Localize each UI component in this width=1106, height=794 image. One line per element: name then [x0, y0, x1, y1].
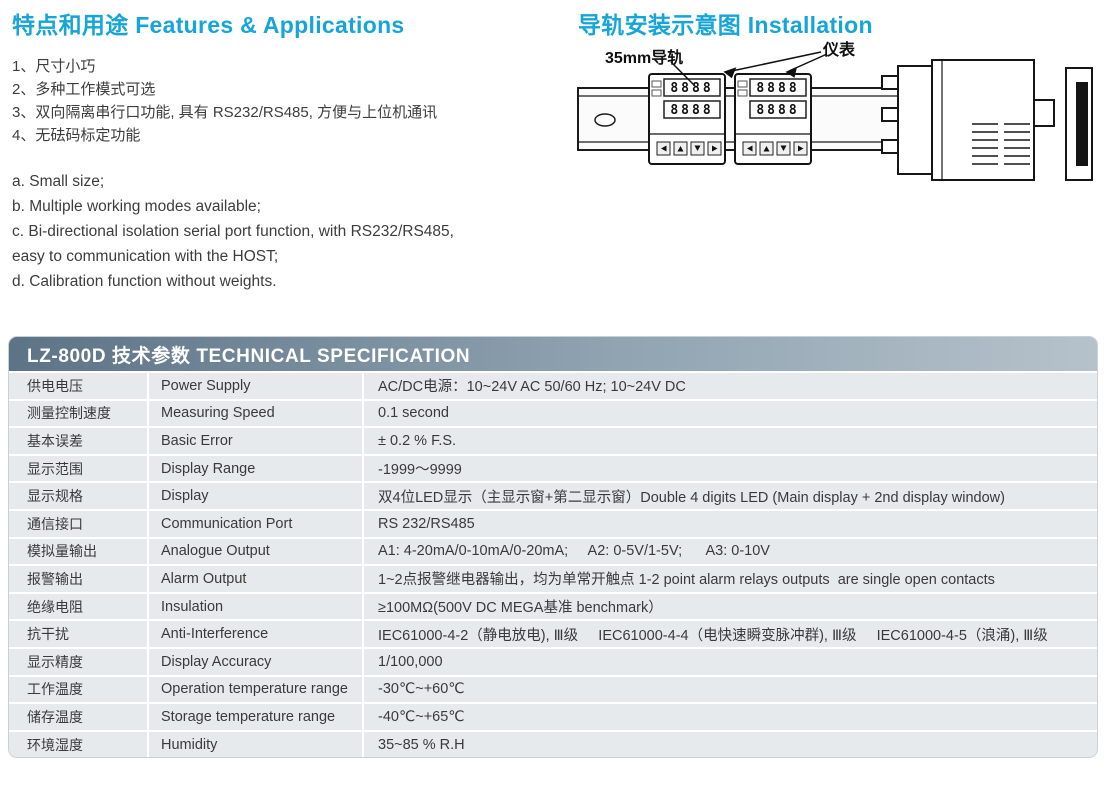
spec-cn-label: 供电电压 — [9, 373, 149, 399]
spec-en-label: Display — [149, 483, 364, 509]
meter-unit-2: 8888 8888 — [734, 73, 812, 165]
spec-value: 1~2点报警继电器输出，均为单常开触点 1-2 point alarm rela… — [378, 572, 995, 589]
meter-label: 仪表 — [823, 42, 856, 59]
spec-row: 工作温度 Operation temperature range -30℃~+6… — [9, 674, 1097, 703]
spec-en-label: Insulation — [149, 593, 364, 620]
spec-cn-label: 报警输出 — [9, 566, 149, 592]
spec-en-label: Humidity — [149, 731, 364, 758]
features-en-list: a. Small size; b. Multiple working modes… — [12, 169, 482, 294]
installation-diagram: 8888 8888 8888 88 — [575, 36, 1105, 206]
meter-unit-1: 8888 8888 — [648, 73, 726, 165]
spec-row: 显示范围 Display Range -1999～9999 — [9, 453, 1097, 482]
spec-cn-label: 模拟量输出 — [9, 538, 149, 565]
spec-value: -1999～9999 — [378, 462, 462, 479]
din-rail-side-profile — [1065, 67, 1093, 181]
features-cn-item: 4、无砝码标定功能 — [12, 127, 141, 144]
features-cn-item: 3、双向隔离串行口功能, 具有 RS232/RS485, 方便与上位机通讯 — [12, 104, 438, 121]
meter-buttons — [656, 141, 722, 156]
spec-cn-label: 储存温度 — [9, 704, 149, 730]
features-en-item: b. Multiple working modes available; — [12, 198, 261, 215]
features-en-item: d. Calibration function without weights. — [12, 273, 277, 290]
meter-side-body — [931, 59, 1055, 181]
spec-row: 供电电压 Power Supply AC/DC电源：10~24V AC 50/6… — [9, 371, 1097, 399]
spec-cn-label: 显示精度 — [9, 648, 149, 675]
spec-row: 抗干扰 Anti-Interference IEC61000-4-2（静电放电)… — [9, 619, 1097, 647]
spec-cn-label: 显示规格 — [9, 483, 149, 509]
spec-cn-label: 抗干扰 — [9, 621, 149, 647]
spec-table-title: LZ-800D 技术参数 TECHNICAL SPECIFICATION — [27, 345, 471, 367]
meter-button-glyphs — [747, 145, 804, 152]
spec-en-label: Anti-Interference — [149, 621, 364, 647]
spec-table: LZ-800D 技术参数 TECHNICAL SPECIFICATION 供电电… — [8, 336, 1098, 759]
installation-diagram-drawing: 8888 8888 8888 88 — [577, 51, 1093, 181]
spec-value: RS 232/RS485 — [378, 515, 475, 532]
side-view — [881, 59, 1093, 181]
led-display-digits: 8888 — [670, 103, 713, 118]
rail-label: 35mm导轨 — [605, 50, 684, 67]
spec-en-label: Communication Port — [149, 510, 364, 537]
spec-cn-label: 测量控制速度 — [9, 400, 149, 427]
spec-row: 绝缘电阻 Insulation ≥100MΩ(500V DC MEGA基准 be… — [9, 591, 1097, 620]
spec-value: 1/100,000 — [378, 653, 443, 670]
features-cn-list: 1、尺寸小巧 2、多种工作模式可选 3、双向隔离串行口功能, 具有 RS232/… — [12, 55, 532, 147]
spec-cn-label: 绝缘电阻 — [9, 593, 149, 620]
spec-value: 双4位LED显示（主显示窗+第二显示窗）Double 4 digits LED … — [378, 489, 1005, 506]
spec-en-label: Measuring Speed — [149, 400, 364, 427]
spec-value: AC/DC电源：10~24V AC 50/60 Hz; 10~24V DC — [378, 379, 686, 396]
led-display-digits: 8888 — [756, 81, 799, 96]
spec-value: -40℃~+65℃ — [378, 708, 465, 725]
spec-cn-label: 通信接口 — [9, 510, 149, 537]
installation-heading: 导轨安装示意图 Installation — [578, 12, 873, 38]
spec-row: 显示精度 Display Accuracy 1/100,000 — [9, 646, 1097, 675]
spec-en-label: Display Range — [149, 455, 364, 482]
features-cn-item: 1、尺寸小巧 — [12, 58, 96, 75]
spec-table-header: LZ-800D 技术参数 TECHNICAL SPECIFICATION — [9, 337, 1097, 371]
spec-row: 储存温度 Storage temperature range -40℃~+65℃ — [9, 702, 1097, 730]
spec-cn-label: 环境湿度 — [9, 731, 149, 758]
spec-row: 基本误差 Basic Error ± 0.2 % F.S. — [9, 426, 1097, 454]
led-display-digits: 8888 — [670, 81, 713, 96]
spec-row: 显示规格 Display 双4位LED显示（主显示窗+第二显示窗）Double … — [9, 481, 1097, 509]
spec-en-label: Operation temperature range — [149, 676, 364, 703]
vent-slats — [972, 123, 1030, 165]
mount-bracket — [881, 65, 933, 175]
spec-value: A1: 4-20mA/0-10mA/0-20mA; A2: 0-5V/1-5V;… — [378, 543, 770, 560]
spec-en-label: Basic Error — [149, 428, 364, 454]
spec-value: -30℃~+60℃ — [378, 681, 465, 698]
spec-row: 通信接口 Communication Port RS 232/RS485 — [9, 508, 1097, 537]
spec-en-label: Power Supply — [149, 373, 364, 399]
spec-value: IEC61000-4-2（静电放电), Ⅲ级 IEC61000-4-4（电快速瞬… — [378, 627, 1048, 644]
spec-row: 模拟量输出 Analogue Output A1: 4-20mA/0-10mA/… — [9, 536, 1097, 565]
spec-cn-label: 基本误差 — [9, 428, 149, 454]
led-display-digits: 8888 — [756, 103, 799, 118]
spec-cn-label: 工作温度 — [9, 676, 149, 703]
spec-cn-label: 显示范围 — [9, 455, 149, 482]
spec-row: 环境湿度 Humidity 35~85 % R.H — [9, 729, 1097, 758]
spec-value: 35~85 % R.H — [378, 736, 465, 753]
spec-row: 测量控制速度 Measuring Speed 0.1 second — [9, 398, 1097, 427]
meter-button-glyphs — [661, 145, 718, 152]
features-section: 特点和用途 Features & Applications 1、尺寸小巧 2、多… — [12, 6, 532, 294]
spec-en-label: Storage temperature range — [149, 704, 364, 730]
spec-row: 报警输出 Alarm Output 1~2点报警继电器输出，均为单常开触点 1-… — [9, 564, 1097, 592]
spec-value: ± 0.2 % F.S. — [378, 432, 457, 449]
spec-en-label: Alarm Output — [149, 566, 364, 592]
pointer-lines — [670, 51, 828, 87]
features-cn-item: 2、多种工作模式可选 — [12, 81, 156, 98]
spec-en-label: Display Accuracy — [149, 648, 364, 675]
spec-value: ≥100MΩ(500V DC MEGA基准 benchmark） — [378, 600, 663, 617]
features-en-item: a. Small size; — [12, 173, 105, 190]
features-heading: 特点和用途 Features & Applications — [12, 12, 405, 38]
spec-en-label: Analogue Output — [149, 538, 364, 565]
features-en-item: c. Bi-directional isolation serial port … — [12, 223, 454, 265]
spec-value: 0.1 second — [378, 405, 449, 422]
